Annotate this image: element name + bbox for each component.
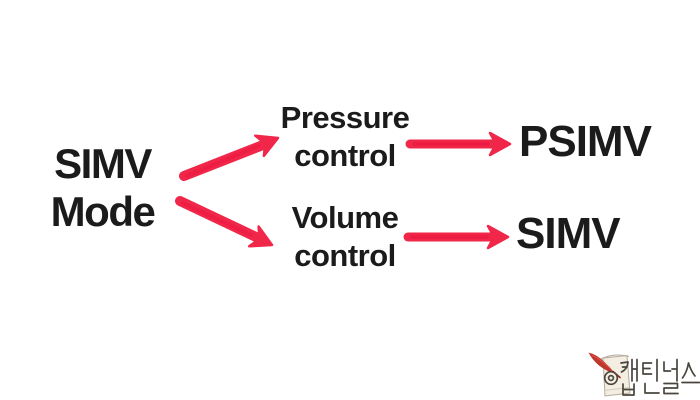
arrow-volume-control-to-simv xyxy=(403,224,510,250)
hangul-neol xyxy=(663,358,679,395)
at-sign-outer xyxy=(603,370,619,386)
root-label-line2: Mode xyxy=(50,188,156,235)
watermark-logo xyxy=(588,352,700,397)
at-sign-inner xyxy=(607,374,615,382)
result-label-psimv: PSIMV xyxy=(519,117,652,166)
root-label-line1: SIMV xyxy=(54,140,152,187)
root-label-simv-mode: SIMV Mode xyxy=(10,140,195,236)
pressure-label-line2: control xyxy=(294,138,396,173)
hangul-tin xyxy=(642,358,660,394)
branch-label-pressure-control: Pressure control xyxy=(245,99,445,175)
arrow-simv-to-pressure-control xyxy=(179,134,280,181)
branch-label-volume-control: Volume control xyxy=(245,199,445,275)
volume-label-line1: Volume xyxy=(291,200,399,235)
arrow-simv-to-volume-control xyxy=(175,196,274,248)
hangul-kaep xyxy=(620,358,638,396)
result-label-simv: SIMV xyxy=(516,209,621,258)
watermark-text xyxy=(603,358,700,396)
volume-label-line2: control xyxy=(294,238,396,273)
pressure-label-line1: Pressure xyxy=(280,100,410,135)
arrow-pressure-control-to-psimv xyxy=(405,131,512,157)
hangul-seu xyxy=(681,362,700,384)
